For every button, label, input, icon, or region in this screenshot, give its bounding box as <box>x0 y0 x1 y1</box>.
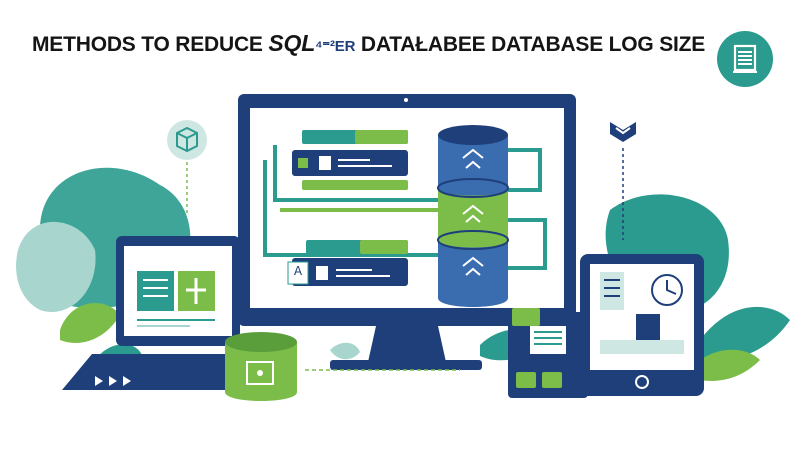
laptop <box>62 236 262 390</box>
title-part-sql: SQL <box>268 30 316 56</box>
database-cylinder-icon <box>225 332 297 401</box>
left-leaf <box>60 303 120 343</box>
title-part-1: METHODS TO REDUCE <box>32 33 269 56</box>
chevron-shield-icon <box>610 122 636 240</box>
title-part-glitch: ⁴⁼²ER <box>315 38 356 55</box>
cube-box-icon <box>167 120 207 215</box>
document-window-icon <box>137 271 215 327</box>
right-leaf <box>700 306 790 361</box>
page-title: METHODS TO REDUCE SQL⁴⁼²ER DATAŁABEE DAT… <box>32 30 732 57</box>
title-part-4: DATAŁABEE DATABASE LOG SIZE <box>355 33 706 56</box>
database-stack-icon <box>437 125 509 307</box>
server-document-icon <box>717 31 773 87</box>
tablet <box>580 254 704 396</box>
clock-gauge-icon <box>600 272 684 354</box>
row-a-label: A <box>293 264 303 278</box>
server-unit <box>508 308 588 398</box>
right-leaf-2 <box>690 349 760 381</box>
left-blob-light <box>16 221 96 312</box>
